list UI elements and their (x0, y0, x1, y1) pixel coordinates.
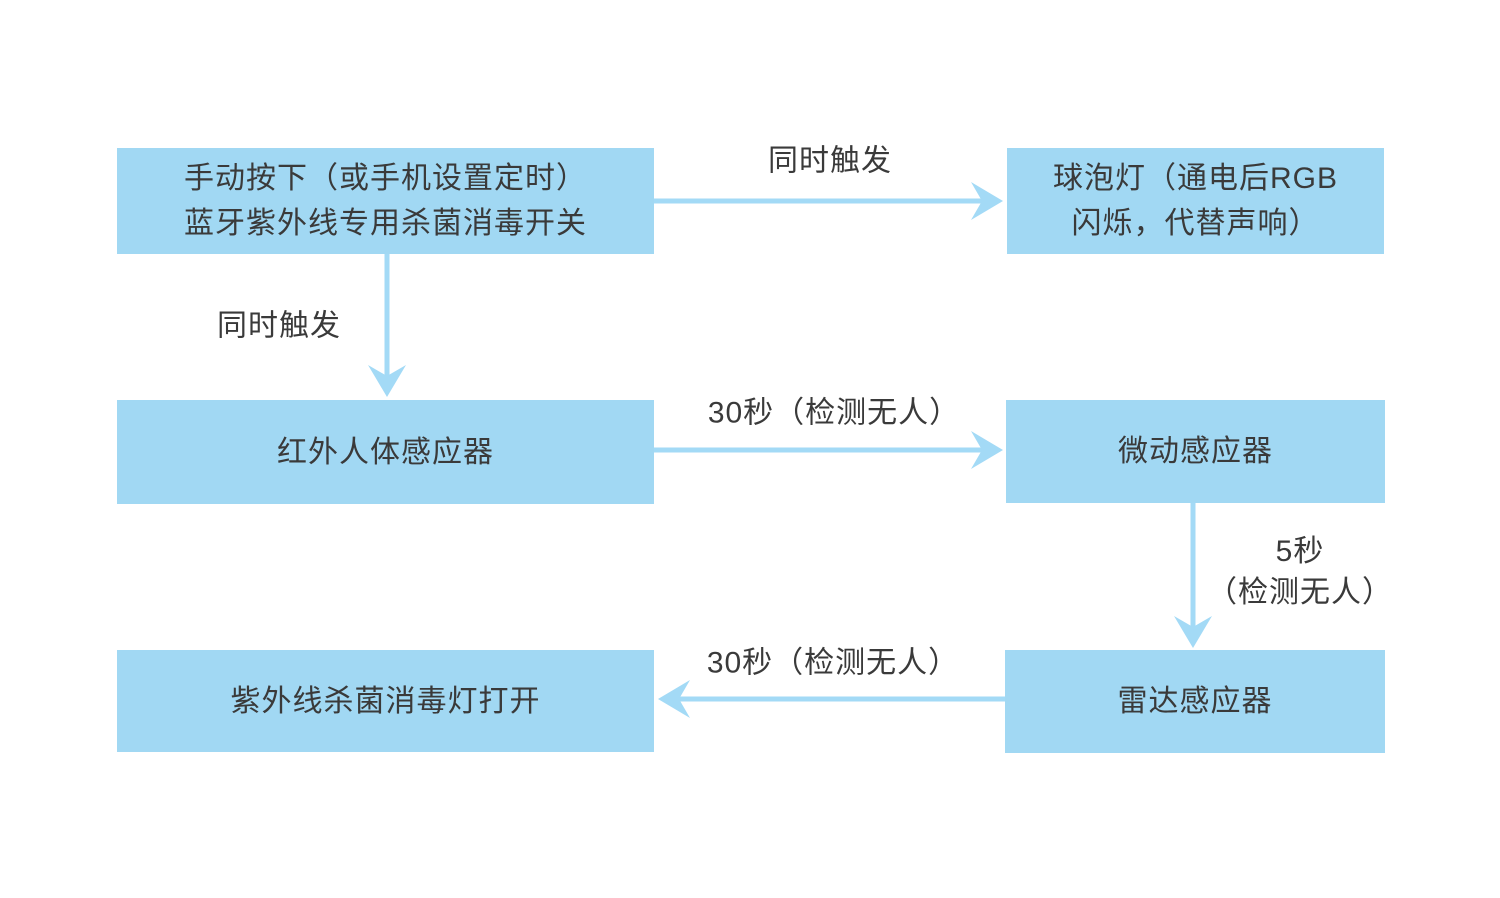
node-text: 微动感应器 (1118, 435, 1273, 468)
node-text: 手动按下（或手机设置定时） (184, 162, 587, 195)
edge-label-manual-to-bulb: 同时触发 (768, 144, 892, 178)
node-text: 红外人体感应器 (277, 435, 494, 469)
arrow-micro-to-radar (1174, 503, 1212, 648)
edge-label-manual-to-infrared: 同时触发 (217, 309, 341, 343)
node-text: 闪烁，代替声响） (1071, 207, 1320, 240)
node-uv-disinfection-lamp-on: 紫外线杀菌消毒灯打开 (117, 650, 654, 752)
node-micro-motion-sensor: 微动感应器 (1006, 400, 1385, 503)
edge-label-radar-to-uv: 30秒（检测无人） (706, 646, 960, 680)
node-bulb-light: 球泡灯（通电后RGB 闪烁，代替声响） (1007, 148, 1384, 254)
node-text: 蓝牙紫外线专用杀菌消毒开关 (184, 207, 587, 240)
node-manual-switch: 手动按下（或手机设置定时） 蓝牙紫外线专用杀菌消毒开关 (117, 148, 654, 254)
edge-label-infrared-to-micro: 30秒（检测无人） (707, 396, 961, 430)
node-infrared-body-sensor: 红外人体感应器 (117, 400, 654, 504)
node-text: 雷达感应器 (1117, 685, 1273, 718)
node-radar-sensor: 雷达感应器 (1005, 650, 1385, 753)
arrow-infrared-to-micro (654, 431, 1003, 469)
edge-label-micro-to-radar: 5秒 （检测无人） (1207, 531, 1393, 613)
arrow-radar-to-uv (658, 680, 1005, 718)
arrow-manual-to-bulb (654, 182, 1003, 220)
arrow-manual-to-infrared (368, 254, 406, 397)
node-text: 球泡灯（通电后RGB (1052, 162, 1338, 195)
edge-label-line: 5秒 (1275, 535, 1325, 568)
node-text: 紫外线杀菌消毒灯打开 (230, 684, 541, 718)
edge-label-line: （检测无人） (1207, 576, 1393, 609)
